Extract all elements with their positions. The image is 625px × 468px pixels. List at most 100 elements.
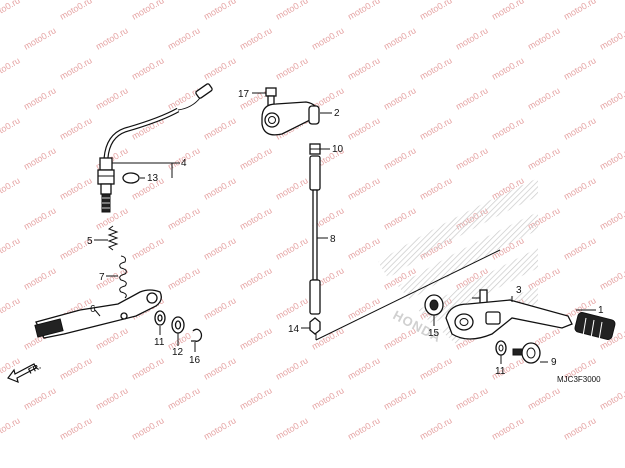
- watermark-text: moto0.ru: [382, 25, 418, 51]
- watermark-text: moto0.ru: [562, 0, 598, 22]
- watermark-text: moto0.ru: [598, 85, 625, 111]
- watermark-text: moto0.ru: [166, 85, 202, 111]
- watermark-text: moto0.ru: [58, 115, 94, 141]
- watermark-text: moto0.ru: [58, 175, 94, 201]
- part-9-pivot-bolt: [512, 342, 541, 364]
- watermark-text: moto0.ru: [0, 175, 22, 201]
- watermark-text: moto0.ru: [94, 385, 130, 411]
- watermark-text: moto0.ru: [562, 175, 598, 201]
- watermark-text: moto0.ru: [454, 85, 490, 111]
- watermark-text: moto0.ru: [130, 415, 166, 441]
- callout-6: 6: [90, 304, 96, 315]
- watermark-text: moto0.ru: [22, 385, 58, 411]
- watermark-text: moto0.ru: [346, 0, 382, 22]
- watermark-text: moto0.ru: [454, 145, 490, 171]
- watermark-text: moto0.ru: [490, 415, 526, 441]
- callouts: 4 13 5 7 6 11 12 16 17 2 10 8 14 15 3 1 …: [87, 89, 604, 377]
- part-3-shift-pedal: [445, 299, 573, 340]
- watermark-text: moto0.ru: [346, 355, 382, 381]
- watermark-text: moto0.ru: [526, 385, 562, 411]
- watermark-text: moto0.ru: [202, 415, 238, 441]
- part-11-washer-right: [495, 340, 507, 356]
- watermark-text: moto0.ru: [454, 25, 490, 51]
- watermark-text: moto0.ru: [598, 265, 625, 291]
- watermark-text: moto0.ru: [238, 265, 274, 291]
- watermark-text: moto0.ru: [346, 175, 382, 201]
- watermark-text: moto0.ru: [382, 85, 418, 111]
- watermark-text: moto0.ru: [202, 355, 238, 381]
- callout-1: 1: [598, 305, 604, 316]
- callout-11-right: 11: [495, 366, 506, 377]
- watermark-text: moto0.ru: [238, 385, 274, 411]
- callout-16: 16: [189, 355, 201, 366]
- watermark-text: moto0.ru: [418, 175, 454, 201]
- watermark-text: moto0.ru: [0, 115, 22, 141]
- part-12-washer: [171, 316, 185, 334]
- watermark-text: moto0.ru: [346, 115, 382, 141]
- watermark-text: moto0.ru: [166, 25, 202, 51]
- callout-13: 13: [147, 173, 159, 184]
- watermark-text: moto0.ru: [238, 325, 274, 351]
- callout-5: 5: [87, 236, 93, 247]
- callout-2: 2: [334, 108, 340, 119]
- callout-10: 10: [332, 144, 344, 155]
- watermark-text: moto0.ru: [562, 115, 598, 141]
- watermark-text: moto0.ru: [58, 355, 94, 381]
- watermark-text: moto0.ru: [166, 205, 202, 231]
- watermark-text: moto0.ru: [0, 0, 22, 22]
- watermark-text: moto0.ru: [526, 145, 562, 171]
- watermark-text: moto0.ru: [274, 55, 310, 81]
- watermark-text: moto0.ru: [490, 0, 526, 22]
- watermark-text: moto0.ru: [346, 235, 382, 261]
- part-4-stop-switch: [97, 83, 213, 213]
- watermark-text: moto0.ru: [94, 25, 130, 51]
- watermark-text: moto0.ru: [238, 145, 274, 171]
- watermark-text: moto0.ru: [418, 55, 454, 81]
- watermark-text: moto0.ru: [598, 145, 625, 171]
- callout-9: 9: [551, 357, 557, 368]
- drawing-code: MJC3F3000: [557, 375, 601, 384]
- leader-lines: [94, 92, 596, 364]
- callout-4: 4: [181, 158, 187, 169]
- watermark-text: moto0.ru: [274, 235, 310, 261]
- watermark-text: moto0.ru: [418, 115, 454, 141]
- watermark-text: moto0.ru: [490, 115, 526, 141]
- callout-12: 12: [172, 347, 184, 358]
- watermark-text: moto0.ru: [130, 55, 166, 81]
- watermark-text: moto0.ru: [22, 25, 58, 51]
- callout-7: 7: [99, 272, 105, 283]
- part-14-nut: [309, 317, 321, 335]
- watermark-text: moto0.ru: [202, 235, 238, 261]
- watermark-text: moto0.ru: [274, 355, 310, 381]
- watermark-text: moto0.ru: [0, 295, 22, 321]
- part-15-collar: [424, 294, 444, 316]
- part-10-nut: [309, 143, 321, 155]
- watermark-text: moto0.ru: [346, 55, 382, 81]
- watermark-text: moto0.ru: [94, 85, 130, 111]
- watermark-text: moto0.ru: [310, 25, 346, 51]
- part-8-shift-rod: [309, 155, 321, 315]
- watermark-text: moto0.ru: [130, 0, 166, 22]
- watermark-text: moto0.ru: [202, 175, 238, 201]
- watermark-text: moto0.ru: [454, 385, 490, 411]
- watermark-text: moto0.ru: [22, 85, 58, 111]
- watermark-text: moto0.ru: [166, 265, 202, 291]
- watermark-text: moto0.ru: [562, 415, 598, 441]
- watermark-text: moto0.ru: [130, 235, 166, 261]
- watermark-text: moto0.ru: [382, 145, 418, 171]
- watermark-text: moto0.ru: [598, 385, 625, 411]
- part-11-washer-left: [154, 310, 166, 326]
- watermark-text: moto0.ru: [382, 385, 418, 411]
- watermark-text: moto0.ru: [346, 295, 382, 321]
- part-13-cap: [122, 172, 140, 184]
- watermark-text: moto0.ru: [58, 0, 94, 22]
- watermark-text: moto0.ru: [58, 415, 94, 441]
- watermark-text: moto0.ru: [0, 235, 22, 261]
- watermark-text: moto0.ru: [202, 0, 238, 22]
- callout-3: 3: [516, 285, 522, 296]
- watermark-text: moto0.ru: [274, 175, 310, 201]
- watermark-text: moto0.ru: [310, 385, 346, 411]
- part-7-spring: [119, 255, 127, 299]
- watermark-text: moto0.ru: [22, 265, 58, 291]
